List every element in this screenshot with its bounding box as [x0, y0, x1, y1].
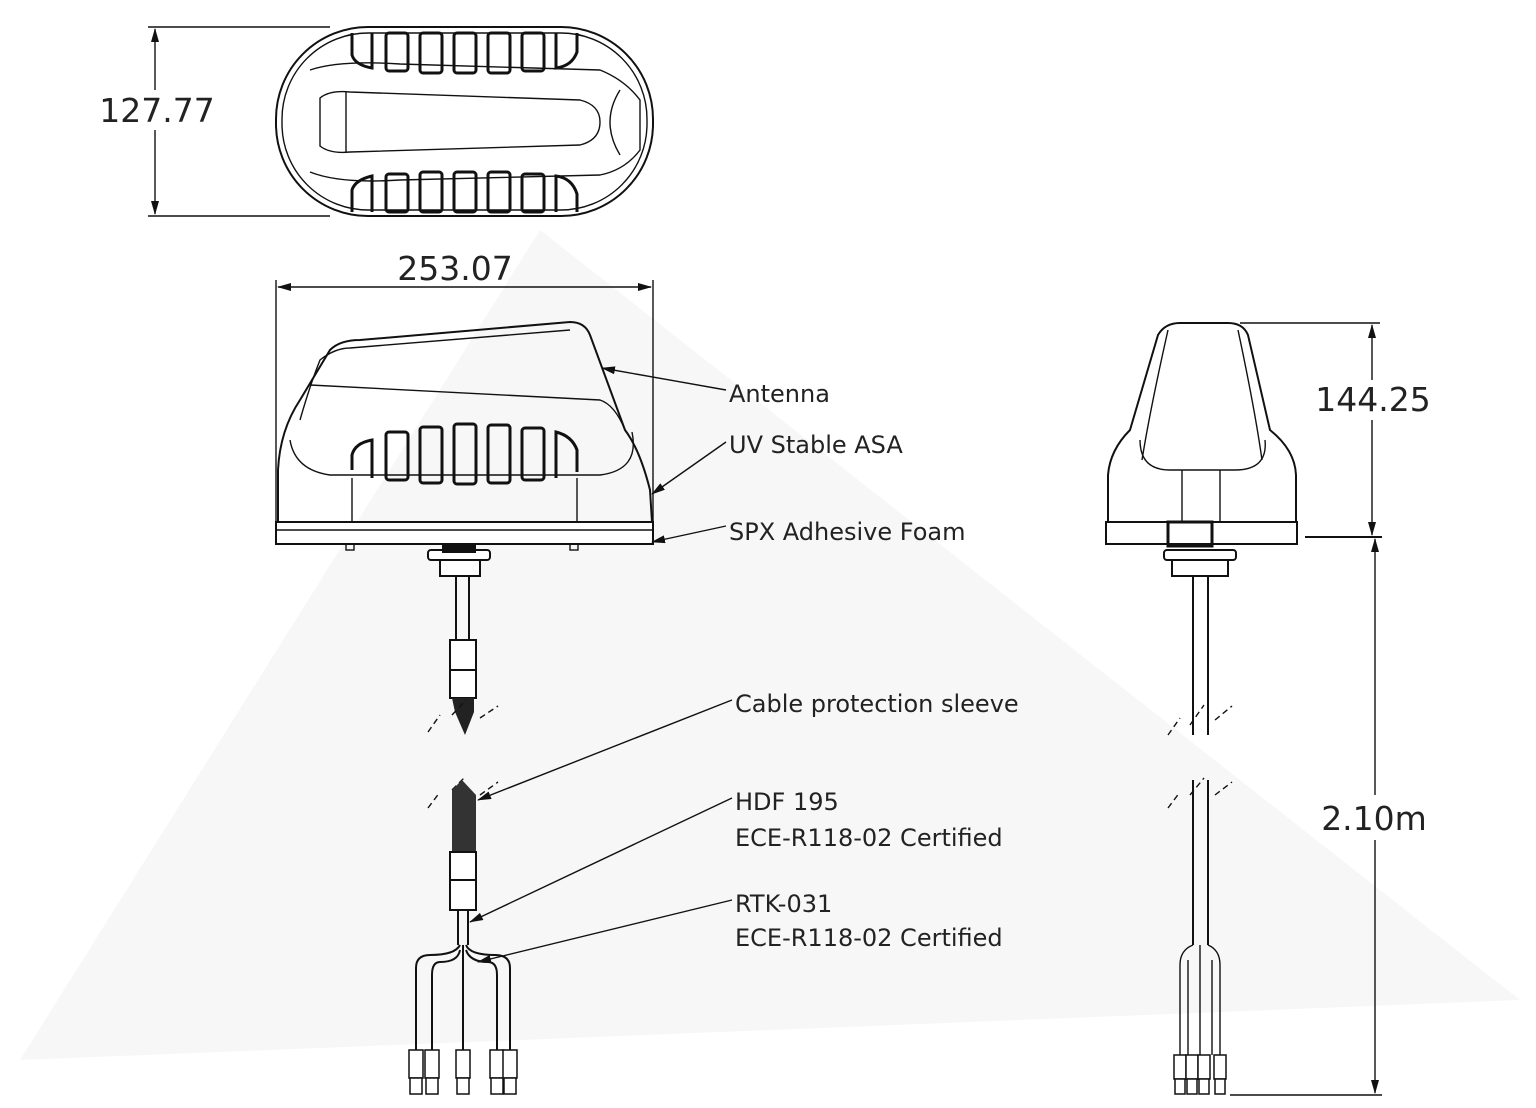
dimension-side-height: 144.25	[1240, 322, 1431, 538]
dimension-cable-length: 2.10m	[1230, 538, 1427, 1096]
callout-hdf-certification: ECE-R118-02 Certified	[735, 824, 1003, 852]
callout-antenna: Antenna	[729, 380, 830, 408]
dim-127-77: 127.77	[99, 91, 214, 130]
dim-253-07: 253.07	[397, 249, 512, 288]
watermark	[20, 230, 1520, 1060]
callout-hdf-195: HDF 195	[735, 788, 839, 816]
front-view	[275, 320, 654, 1095]
dim-2-10m: 2.10m	[1321, 799, 1427, 838]
callouts: Antenna UV Stable ASA SPX Adhesive Foam …	[469, 366, 1019, 963]
dimension-front-length: 253.07	[275, 249, 654, 522]
callout-uv-stable-asa: UV Stable ASA	[729, 431, 903, 459]
top-view	[275, 26, 654, 217]
dim-144-25: 144.25	[1315, 380, 1430, 419]
callout-rtk-certification: ECE-R118-02 Certified	[735, 924, 1003, 952]
cable-fanout	[408, 944, 518, 1095]
top-vents-lower	[350, 170, 579, 214]
top-vents-upper	[350, 31, 579, 75]
side-view	[1105, 322, 1298, 1095]
callout-rtk-031: RTK-031	[735, 890, 832, 918]
dimension-top-width: 127.77	[99, 26, 330, 217]
callout-spx-adhesive-foam: SPX Adhesive Foam	[729, 518, 965, 546]
callout-cable-protection-sleeve: Cable protection sleeve	[735, 690, 1019, 718]
front-vents	[350, 422, 579, 486]
